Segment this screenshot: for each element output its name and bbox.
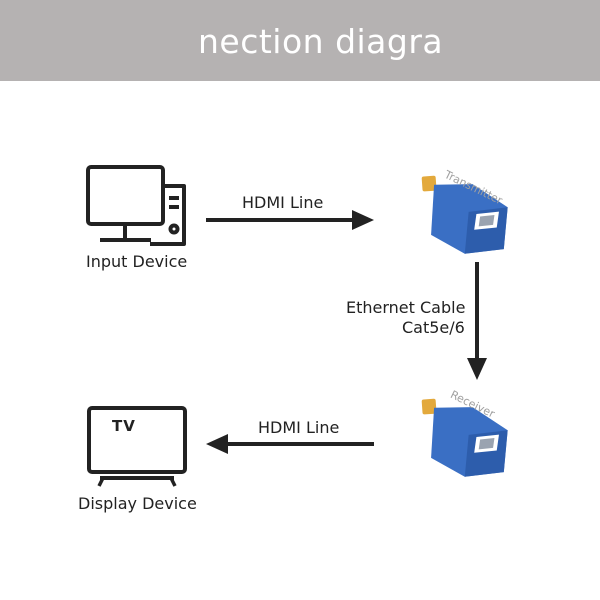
cable-category-label: Cat5e/6 <box>402 318 465 337</box>
tv-icon: TV <box>87 406 187 487</box>
computer-icon <box>86 165 186 246</box>
header-banner: nection diagra <box>0 0 600 81</box>
transmitter-icon <box>421 175 508 254</box>
tv-text: TV <box>112 417 136 435</box>
hdmi-line-bottom-label: HDMI Line <box>258 418 340 437</box>
receiver-icon <box>421 398 508 477</box>
hdmi-line-top-label: HDMI Line <box>242 193 324 212</box>
display-device-label: Display Device <box>78 494 197 513</box>
arrow-down-icon <box>467 262 487 380</box>
ethernet-cable-label: Ethernet Cable <box>346 298 466 317</box>
arrow-right-icon <box>206 210 374 230</box>
input-device-label: Input Device <box>86 252 188 271</box>
arrow-left-icon <box>206 434 374 454</box>
banner-title: nection diagra <box>198 22 444 61</box>
